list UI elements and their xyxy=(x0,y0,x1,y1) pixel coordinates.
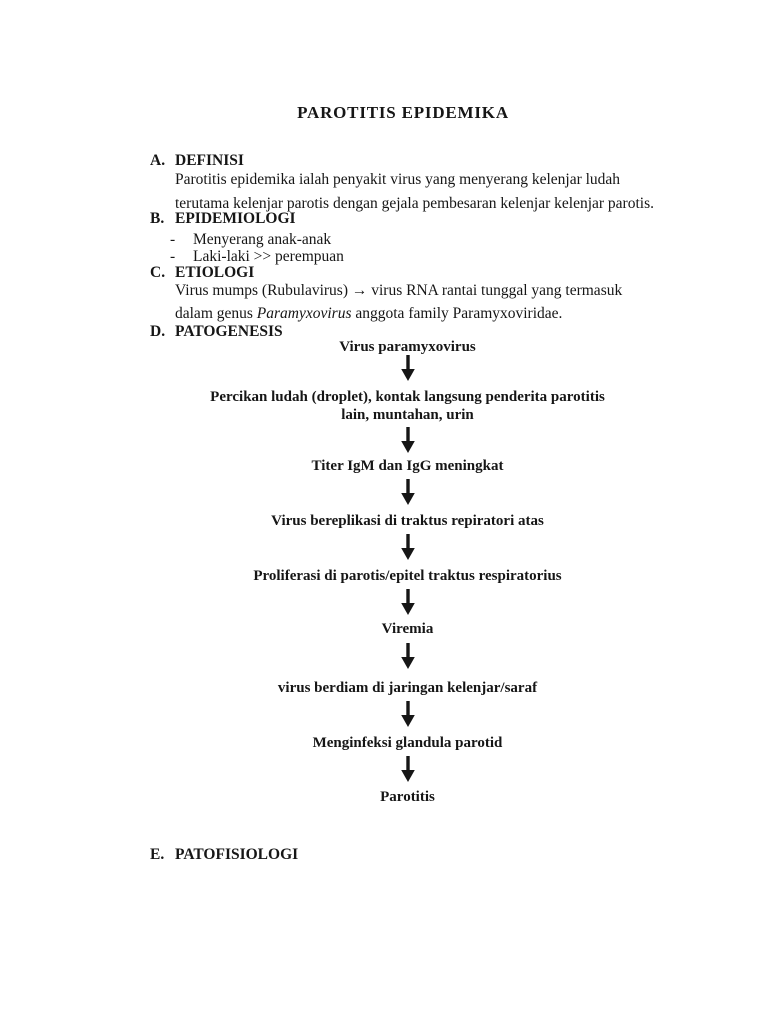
etiologi-line-1: Virus mumps (Rubulavirus) → virus RNA ra… xyxy=(175,282,623,299)
flowchart-step-virus-paramyxovirus: Virus paramyxovirus xyxy=(339,339,476,355)
bullet-dash: - xyxy=(170,248,176,265)
bullet-text: Laki-laki >> perempuan xyxy=(193,248,344,265)
section-heading-text: DEFINISI xyxy=(175,152,244,169)
section-label: B. xyxy=(150,210,165,227)
section-heading-patogenesis: D. PATOGENESIS xyxy=(150,322,283,341)
flowchart-arrow xyxy=(150,479,665,505)
section-label: D. xyxy=(150,323,166,340)
etiologi-genus-italic: Paramyxovirus xyxy=(256,305,352,322)
section-heading-text: PATOFISIOLOGI xyxy=(175,846,299,863)
section-heading-epidemiologi: B. EPIDEMIOLOGI xyxy=(150,209,296,228)
flowchart-arrow xyxy=(150,534,665,560)
epidemiologi-bullet-2: -Laki-laki >> perempuan xyxy=(170,248,344,265)
down-arrow-icon xyxy=(400,589,415,615)
definisi-line-1: Parotitis epidemika ialah penyakit virus… xyxy=(175,171,621,188)
flowchart-step-parotitis: Parotitis xyxy=(380,789,435,805)
section-label: E. xyxy=(150,846,165,863)
flowchart-arrow xyxy=(150,756,665,782)
flowchart-step-viremia: Viremia xyxy=(381,621,434,637)
flowchart-step-virus-berdiam: virus berdiam di jaringan kelenjar/saraf xyxy=(277,680,538,696)
section-heading-definisi: A. DEFINISI xyxy=(150,151,244,170)
flowchart-arrow xyxy=(150,427,665,453)
down-arrow-icon xyxy=(400,479,415,505)
flowchart-step-percikan-ludah: Percikan ludah (droplet), kontak langsun… xyxy=(210,389,605,423)
definisi-line-2: terutama kelenjar parotis dengan gejala … xyxy=(175,195,654,212)
flowchart-step-proliferasi: Proliferasi di parotis/epitel traktus re… xyxy=(253,568,562,584)
section-label: C. xyxy=(150,264,166,281)
down-arrow-icon xyxy=(400,643,415,669)
flowchart-arrow xyxy=(150,589,665,615)
flowchart-step-menginfeksi-glandula: Menginfeksi glandula parotid xyxy=(312,735,503,751)
down-arrow-icon xyxy=(400,534,415,560)
etiologi-line-2: dalam genus Paramyxovirus anggota family… xyxy=(175,304,675,323)
flowchart-arrow xyxy=(150,701,665,727)
flowchart-arrow xyxy=(150,355,665,381)
etiologi-line-2-suffix: anggota family Paramyxoviridae. xyxy=(351,305,563,322)
epidemiologi-bullet-1: -Menyerang anak-anak xyxy=(170,231,331,248)
etiologi-line-2-prefix: dalam genus xyxy=(175,305,257,322)
section-heading-text: PATOGENESIS xyxy=(175,323,283,340)
section-heading-text: EPIDEMIOLOGI xyxy=(175,210,296,227)
flowchart-step-virus-bereplikasi: Virus bereplikasi di traktus repiratori … xyxy=(271,513,544,529)
section-label: A. xyxy=(150,152,166,169)
bullet-dash: - xyxy=(170,231,176,248)
page-title: PAROTITIS EPIDEMIKA xyxy=(297,103,509,122)
flowchart-arrow xyxy=(150,643,665,669)
section-heading-patofisiologi: E. PATOFISIOLOGI xyxy=(150,845,298,864)
down-arrow-icon xyxy=(400,701,415,727)
down-arrow-icon xyxy=(400,355,415,381)
flowchart-step-titer-igm-igg: Titer IgM dan IgG meningkat xyxy=(311,458,504,474)
down-arrow-icon xyxy=(400,427,415,453)
section-heading-etiologi: C. ETIOLOGI xyxy=(150,263,254,282)
section-heading-text: ETIOLOGI xyxy=(175,264,255,281)
down-arrow-icon xyxy=(400,756,415,782)
bullet-text: Menyerang anak-anak xyxy=(193,231,332,248)
